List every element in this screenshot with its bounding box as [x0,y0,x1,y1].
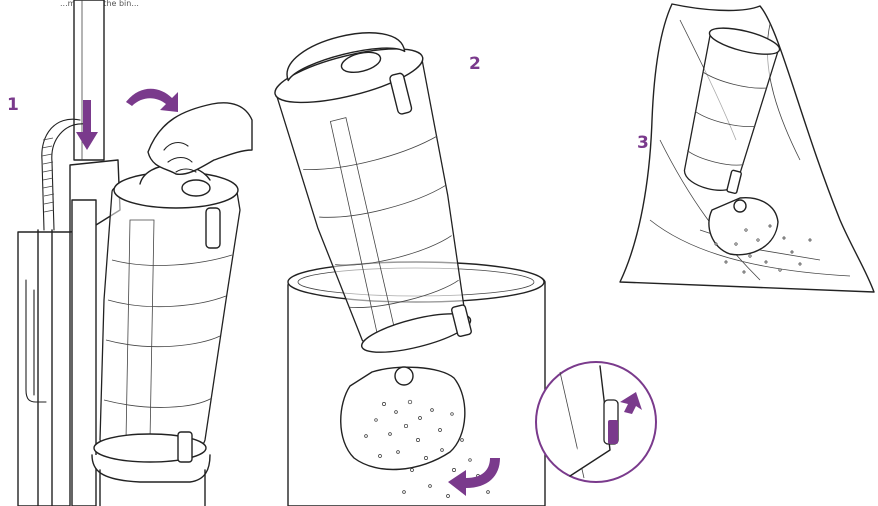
step-1-vacuum-illustration [18,0,252,506]
step-3-bag-illustration [620,4,874,292]
hand [148,103,252,175]
latch-detail-inset [536,362,656,482]
rotate-arrow-icon [126,89,178,112]
bin-release-latch [178,432,192,462]
step-2-emptying-illustration [265,18,656,506]
